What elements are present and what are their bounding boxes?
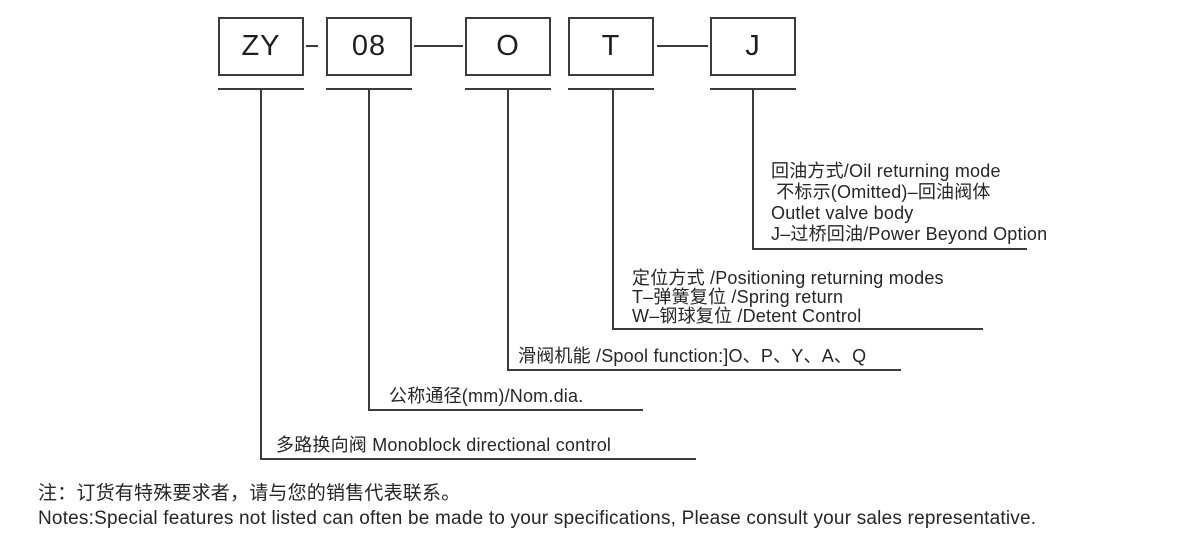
code-segment-label: 08 (351, 30, 387, 62)
oil-return-line-3: Outlet valve body (771, 203, 914, 223)
positioning-line-1: 定位方式 /Positioning returning modes (632, 268, 944, 288)
oil-return-line-1: 回油方式/Oil returning mode (771, 161, 1001, 181)
code-segment-label: T (601, 30, 621, 62)
leader-stem-j (752, 88, 754, 250)
code-box-j: J (710, 17, 796, 76)
footnote-zh: 注：订货有特殊要求者，请与您的销售代表联系。 (38, 483, 461, 504)
footnote-en: Notes:Special features not listed can of… (38, 508, 1037, 529)
code-segment-label: O (496, 30, 520, 62)
leader-rule-nom-dia (368, 409, 643, 411)
spool-line: 滑阀机能 /Spool function:]O、P、Y、A、Q (518, 346, 867, 366)
oil-return-line-4: J–过桥回油/Power Beyond Option (771, 224, 1048, 244)
leader-stem-zy (260, 88, 262, 460)
code-box-08: 08 (326, 17, 412, 76)
leader-rule-oil-return (752, 248, 1027, 250)
leader-stem-08 (368, 88, 370, 411)
oil-return-line-2: 不标示(Omitted)–回油阀体 (771, 182, 991, 202)
leader-stem-o (507, 88, 509, 371)
code-segment-label: J (745, 30, 761, 62)
nom-dia-line: 公称通径(mm)/Nom.dia. (389, 386, 584, 406)
dash-08-o (414, 45, 463, 47)
leader-text-nom-dia: 公称通径(mm)/Nom.dia. (389, 386, 583, 406)
positioning-line-3: W–钢球复位 /Detent Control (632, 306, 862, 326)
dash-zy-08 (306, 45, 318, 47)
dash-t-j (657, 45, 708, 47)
leader-text-spool: 滑阀机能 /Spool function:]O、P、Y、A、Q (518, 346, 866, 366)
code-box-zy: ZY (218, 17, 304, 76)
leader-rule-monoblock (260, 458, 696, 460)
leader-rule-positioning (612, 328, 983, 330)
leader-text-oil-return: 回油方式/Oil returning mode 不标示(Omitted)–回油阀… (771, 161, 1047, 245)
leader-text-positioning: 定位方式 /Positioning returning modes T–弹簧复位… (632, 269, 944, 326)
leader-rule-spool (507, 369, 901, 371)
leader-text-monoblock: 多路换向阀 Monoblock directional control (276, 435, 611, 455)
monoblock-line: 多路换向阀 Monoblock directional control (276, 435, 612, 455)
footnotes: 注：订货有特殊要求者，请与您的销售代表联系。 Notes:Special fea… (38, 481, 1036, 531)
code-segment-label: ZY (241, 30, 281, 62)
leader-stem-t (612, 88, 614, 330)
code-box-o: O (465, 17, 551, 76)
positioning-line-2: T–弹簧复位 /Spring return (632, 287, 844, 307)
tick-bar-t (568, 88, 654, 90)
code-box-t: T (568, 17, 654, 76)
